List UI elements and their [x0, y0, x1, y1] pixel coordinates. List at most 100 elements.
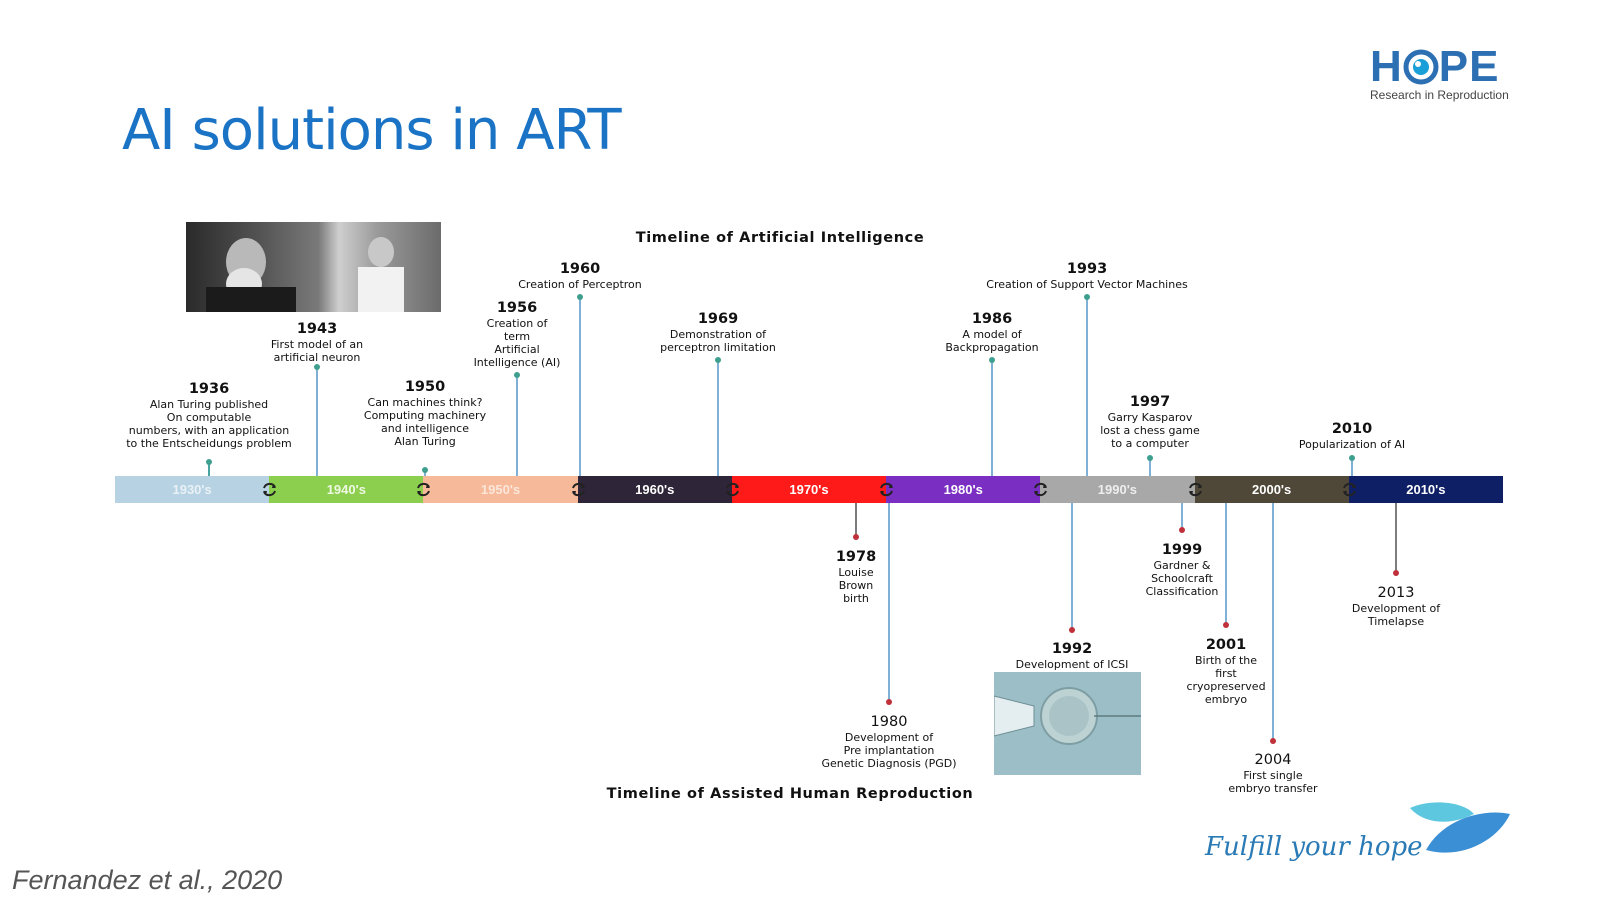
event-description-line: lost a chess game [1100, 424, 1200, 437]
event-description-line: to the Entscheidungs problem [126, 437, 292, 450]
event-description-line: Schoolcraft [1151, 572, 1213, 585]
ai-event-line [1149, 458, 1151, 476]
event-description-line: artificial neuron [273, 351, 361, 364]
event-description-line: Development of ICSI [1015, 658, 1129, 671]
event-description-line: Demonstration of [669, 328, 767, 341]
event-description-line: Garry Kasparov [1107, 411, 1193, 424]
slide-title: AI solutions in ART [122, 98, 622, 163]
ai-event-marker [715, 357, 721, 363]
cycle-connector-icon [725, 482, 739, 497]
ai-event-marker [1349, 455, 1355, 461]
art-event-marker [886, 699, 892, 705]
event-year: 1986 [971, 311, 1013, 327]
decade-1960s: 1960's [577, 476, 732, 503]
event-description-line: Timelapse [1367, 615, 1425, 628]
event-description-line: Genetic Diagnosis (PGD) [821, 757, 957, 770]
event-description-line: Popularization of AI [1298, 438, 1406, 451]
event-description-line: Development of [1351, 602, 1441, 615]
event-description-line: Development of [844, 731, 934, 744]
event-description-line: First single [1243, 769, 1303, 782]
art-event-marker [1393, 570, 1399, 576]
cycle-connector-icon [1342, 482, 1356, 497]
event-description-line: First model of an [270, 338, 364, 351]
ai-event-marker [514, 372, 520, 378]
event-year: 2004 [1254, 752, 1292, 768]
ai-event-line [208, 462, 210, 476]
event-year: 2013 [1377, 585, 1415, 601]
event-description-line: Alan Turing [394, 435, 456, 448]
event-year: 1999 [1161, 542, 1203, 558]
art-event-marker [1270, 738, 1276, 744]
event-description-line: embryo transfer [1228, 782, 1318, 795]
event-description-line: Birth of the [1194, 654, 1258, 667]
decade-1940s: 1940's [269, 476, 424, 503]
ai-event-marker [314, 364, 320, 370]
art-event-line [1225, 503, 1227, 625]
event-description-line: and intelligence [380, 422, 469, 435]
event-description-line: Can machines think? [367, 396, 483, 409]
ai-event-line [991, 360, 993, 476]
art-event-line [855, 503, 857, 537]
event-description-line: Pre implantation [843, 744, 935, 757]
event-description-line: Brown [838, 579, 874, 592]
cycle-connector-icon [571, 482, 585, 497]
event-description-line: birth [843, 592, 869, 605]
leaf-icon [1410, 802, 1510, 853]
cycle-connector-icon [880, 482, 894, 497]
event-year: 1980 [870, 714, 908, 730]
art-event-line [1272, 503, 1274, 741]
cycle-connector-icon [1034, 482, 1048, 497]
event-description-line: Backpropagation [945, 341, 1039, 354]
decade-1950s: 1950's [423, 476, 578, 503]
event-description-line: Intelligence (AI) [473, 356, 561, 369]
event-description-line: numbers, with an application [128, 424, 290, 437]
ai-event-line [1086, 297, 1088, 476]
art-event-line [888, 503, 890, 702]
event-year: 1969 [697, 311, 739, 327]
event-description-line: On computable [166, 411, 252, 424]
event-year: 1943 [296, 321, 338, 337]
art-event-marker [853, 534, 859, 540]
ai-event-marker [422, 467, 428, 473]
event-description-line: Alan Turing published [149, 398, 269, 411]
ai-event-line [316, 367, 318, 476]
event-year: 1992 [1051, 641, 1093, 657]
event-year: 2001 [1205, 637, 1247, 653]
event-description-line: Computing machinery [363, 409, 487, 422]
decade-1980s: 1980's [886, 476, 1041, 503]
decade-1970s: 1970's [731, 476, 887, 503]
cycle-connector-icon [263, 482, 277, 497]
eye-o-icon [1403, 49, 1439, 85]
cycle-connector-icon [417, 482, 431, 497]
art-timeline-title: Timeline of Assisted Human Reproduction [606, 786, 974, 802]
event-description-line: perceptron limitation [660, 341, 776, 354]
ai-event-line [579, 297, 581, 476]
cycle-connector-icon [1188, 482, 1202, 497]
art-event-marker [1179, 527, 1185, 533]
event-description-line: Artificial [494, 343, 540, 356]
event-year: 1997 [1129, 394, 1171, 410]
art-event-marker [1069, 627, 1075, 633]
icsi-photo [993, 672, 1141, 775]
event-description-line: Creation of [486, 317, 548, 330]
event-description-line: embryo [1204, 693, 1248, 706]
art-event-line [1181, 503, 1183, 530]
logo-tagline: Research in Reproduction [1370, 88, 1509, 102]
event-description-line: first [1215, 667, 1237, 680]
ai-event-line [717, 360, 719, 476]
event-year: 1960 [559, 261, 601, 277]
